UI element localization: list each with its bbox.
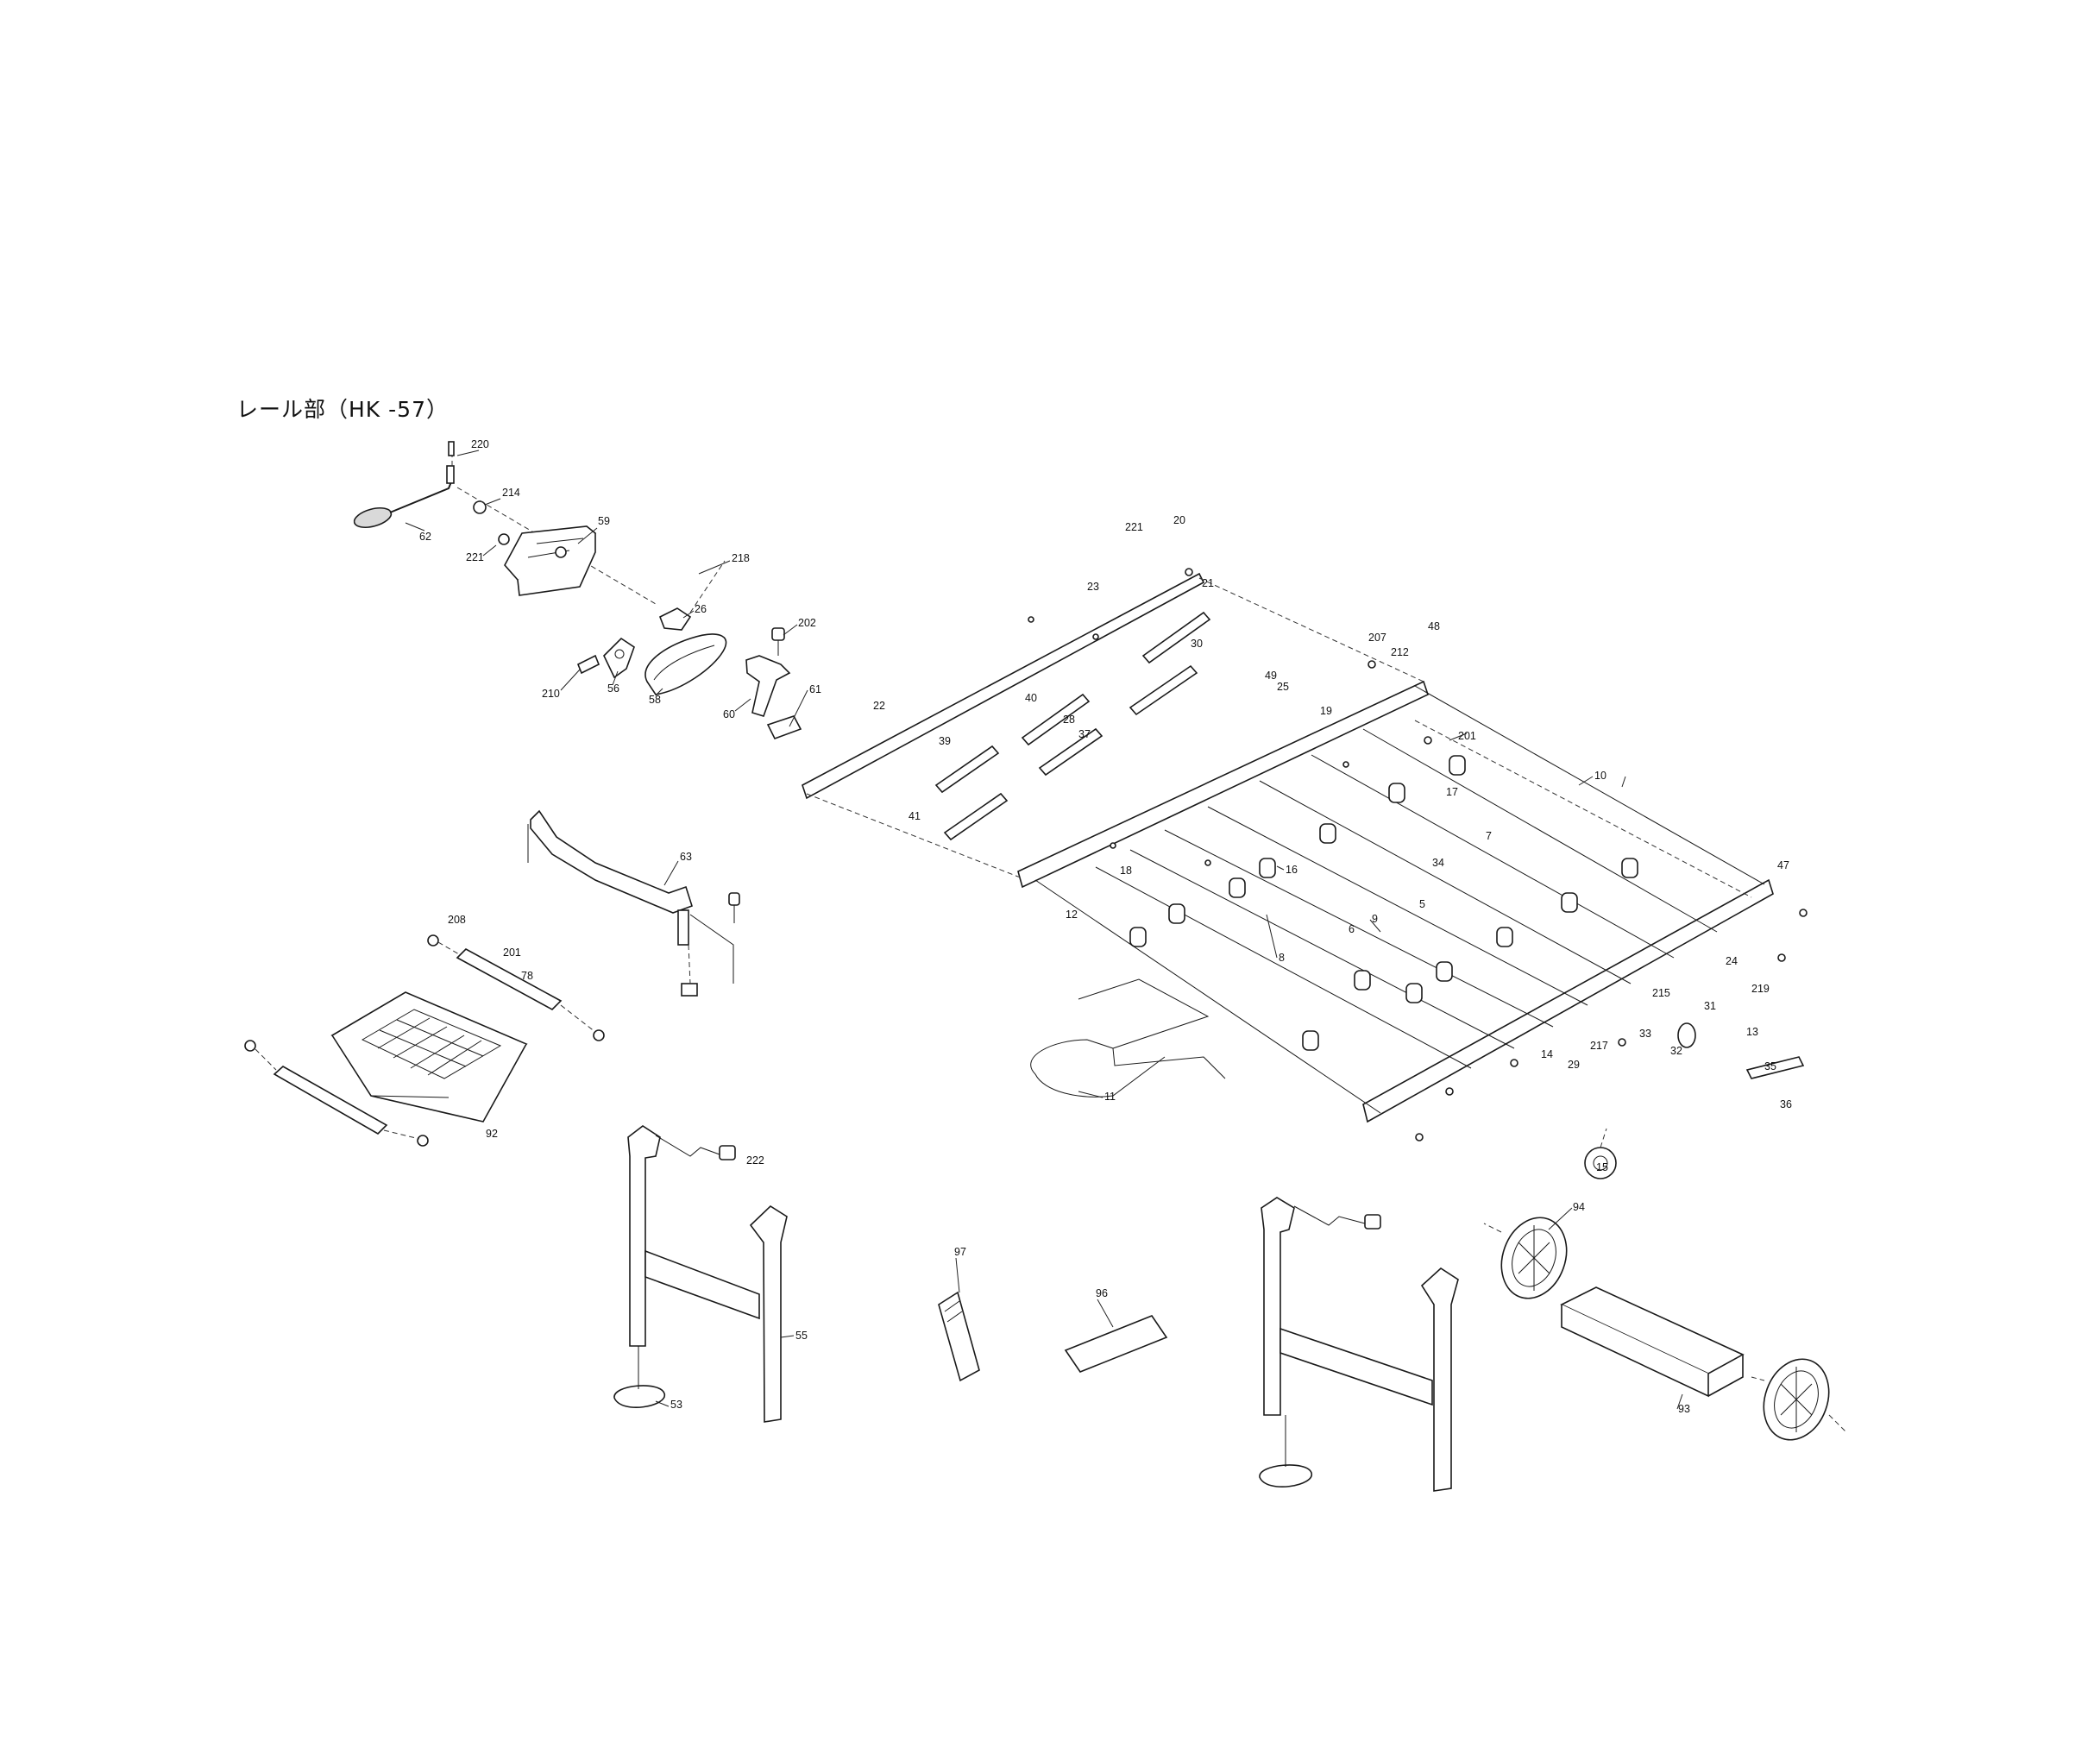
part-label: 5 — [1419, 898, 1425, 910]
part-label: 32 — [1670, 1045, 1682, 1057]
part-label: 12 — [1066, 909, 1078, 921]
part-label: 63 — [680, 851, 692, 863]
part-label: 48 — [1428, 620, 1440, 632]
stand-right — [1259, 1197, 1459, 1492]
part-label: 56 — [607, 682, 619, 695]
part-label: 16 — [1286, 864, 1298, 876]
part-label: 217 — [1590, 1040, 1608, 1052]
part-label: 26 — [695, 603, 707, 615]
part-label: 41 — [909, 810, 921, 822]
part-label: 35 — [1764, 1060, 1776, 1072]
stand-left — [613, 1125, 788, 1423]
part-label: 92 — [486, 1128, 498, 1140]
part-label: 37 — [1078, 728, 1091, 740]
part-label: 30 — [1191, 638, 1203, 650]
part-label: 60 — [723, 708, 735, 720]
part-label: 8 — [1279, 952, 1285, 964]
part-label: 59 — [598, 515, 610, 527]
crank-assembly — [353, 441, 802, 739]
part-label: 7 — [1486, 830, 1492, 842]
part-label: 21 — [1202, 577, 1214, 589]
part-label: 62 — [419, 531, 431, 543]
part-number-labels: 220 214 221 62 59 218 26 202 210 56 58 6… — [419, 438, 1792, 1415]
part-label: 220 — [471, 438, 489, 450]
part-label: 34 — [1432, 857, 1444, 869]
part-label: 19 — [1320, 705, 1332, 717]
part-label: 210 — [542, 688, 560, 700]
basket-grid — [361, 1009, 502, 1079]
part-label: 13 — [1746, 1026, 1758, 1038]
part-label: 207 — [1368, 632, 1386, 644]
part-label: 39 — [939, 735, 951, 747]
part-label: 202 — [798, 617, 816, 629]
main-frame — [802, 568, 1808, 1179]
part-label: 214 — [502, 487, 520, 499]
part-label: 28 — [1063, 714, 1075, 726]
part-label: 9 — [1372, 913, 1378, 925]
part-label: 10 — [1594, 770, 1606, 782]
part-label: 11 — [1104, 1091, 1116, 1103]
part-label: 23 — [1087, 581, 1099, 593]
part-label: 201 — [503, 947, 521, 959]
part-label: 53 — [670, 1399, 682, 1411]
part-label: 93 — [1678, 1403, 1690, 1415]
part-label: 96 — [1096, 1287, 1108, 1299]
part-label: 6 — [1349, 923, 1355, 935]
part-label: 208 — [448, 914, 466, 926]
part-label: 47 — [1777, 859, 1789, 871]
part-label: 18 — [1120, 865, 1132, 877]
part-label: 222 — [746, 1154, 764, 1167]
part-label: 29 — [1568, 1059, 1580, 1071]
part-label: 33 — [1639, 1028, 1651, 1040]
part-label: 55 — [795, 1330, 808, 1342]
part-label: 215 — [1652, 987, 1670, 999]
part-label: 49 — [1265, 670, 1277, 682]
part-label: 31 — [1704, 1000, 1716, 1012]
part-label: 36 — [1780, 1098, 1792, 1110]
part-label: 201 — [1458, 730, 1476, 742]
part-label: 25 — [1277, 681, 1289, 693]
part-label: 94 — [1573, 1201, 1585, 1213]
part-label: 14 — [1541, 1048, 1553, 1060]
part-label: 219 — [1751, 983, 1770, 995]
part-label: 20 — [1173, 514, 1185, 526]
part-label: 15 — [1596, 1161, 1608, 1173]
leader-lines — [405, 450, 1683, 1410]
part-label: 24 — [1726, 955, 1738, 967]
rails-and-basket — [244, 934, 605, 1147]
part-label: 221 — [466, 551, 484, 563]
bent-bar-63 — [527, 809, 740, 997]
part-label: 61 — [809, 683, 821, 695]
part-label: 17 — [1446, 786, 1458, 798]
manual-and-plate — [938, 1291, 1168, 1382]
wheel-axle-assembly — [1483, 1217, 1847, 1441]
part-label: 218 — [732, 552, 750, 564]
part-label: 97 — [954, 1246, 966, 1258]
part-label: 58 — [649, 694, 661, 706]
part-label: 221 — [1125, 521, 1143, 533]
part-label: 40 — [1025, 692, 1037, 704]
page-title: レール部（HK -57） — [236, 397, 449, 422]
part-label: 22 — [873, 700, 885, 712]
part-label: 212 — [1391, 646, 1409, 658]
part-label: 78 — [521, 970, 533, 982]
